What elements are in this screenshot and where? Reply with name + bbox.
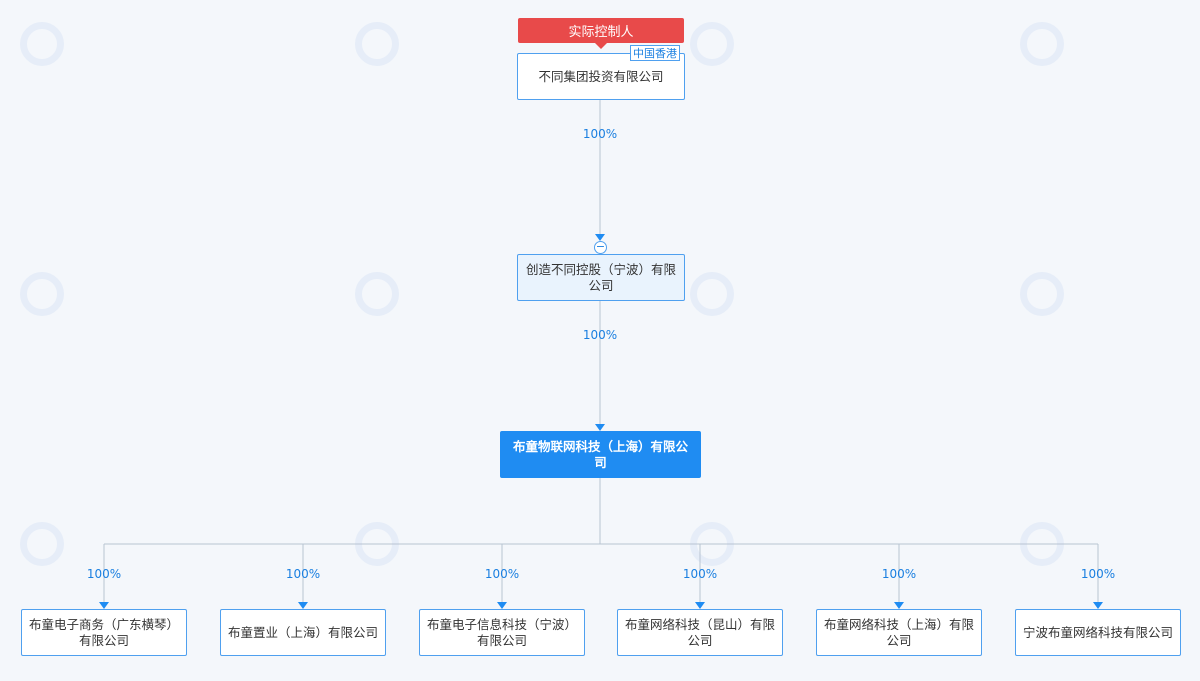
edge-percent-child-6: 100% — [1080, 567, 1116, 581]
arrow-head-icon — [497, 602, 507, 609]
edge-percent-top-mid: 100% — [582, 127, 618, 141]
node-mid-company-label: 创造不同控股（宁波）有限公司 — [525, 261, 676, 293]
node-child-2[interactable]: 布童置业（上海）有限公司 — [220, 609, 386, 656]
arrow-head-icon — [695, 602, 705, 609]
arrow-head-icon — [894, 602, 904, 609]
tag-pointer-icon — [595, 43, 607, 49]
node-child-6[interactable]: 宁波布童网络科技有限公司 — [1015, 609, 1181, 656]
node-child-label: 宁波布童网络科技有限公司 — [1022, 624, 1173, 640]
edge-percent-child-2: 100% — [285, 567, 321, 581]
arrow-head-icon — [99, 602, 109, 609]
edge-percent-child-1: 100% — [86, 567, 122, 581]
region-tag-label: 中国香港 — [633, 47, 677, 60]
node-child-label: 布童电子商务（广东横琴）有限公司 — [28, 616, 179, 648]
arrow-head-icon — [595, 424, 605, 431]
edge-percent-child-5: 100% — [881, 567, 917, 581]
node-child-label: 布童网络科技（昆山）有限公司 — [624, 616, 775, 648]
node-main-company[interactable]: 布童物联网科技（上海）有限公司 — [500, 431, 701, 478]
arrow-head-icon — [1093, 602, 1103, 609]
node-child-1[interactable]: 布童电子商务（广东横琴）有限公司 — [21, 609, 187, 656]
node-child-label: 布童电子信息科技（宁波）有限公司 — [426, 616, 577, 648]
region-tag: 中国香港 — [630, 45, 680, 61]
arrow-head-icon — [298, 602, 308, 609]
node-child-3[interactable]: 布童电子信息科技（宁波）有限公司 — [419, 609, 585, 656]
arrow-head-icon — [595, 234, 605, 241]
node-child-label: 布童置业（上海）有限公司 — [227, 624, 378, 640]
actual-controller-tag: 实际控制人 — [518, 18, 684, 49]
node-child-5[interactable]: 布童网络科技（上海）有限公司 — [816, 609, 982, 656]
actual-controller-label: 实际控制人 — [568, 25, 634, 40]
node-top-company[interactable]: 不同集团投资有限公司 — [517, 53, 685, 100]
edge-percent-child-4: 100% — [682, 567, 718, 581]
node-mid-company[interactable]: 创造不同控股（宁波）有限公司 — [517, 254, 685, 301]
node-child-label: 布童网络科技（上海）有限公司 — [823, 616, 974, 648]
node-main-company-label: 布童物联网科技（上海）有限公司 — [512, 438, 688, 470]
node-child-4[interactable]: 布童网络科技（昆山）有限公司 — [617, 609, 783, 656]
edge-percent-child-3: 100% — [484, 567, 520, 581]
node-top-company-label: 不同集团投资有限公司 — [538, 68, 664, 84]
minus-circle-icon[interactable]: − — [594, 240, 607, 254]
edge-percent-mid-main: 100% — [582, 328, 618, 342]
